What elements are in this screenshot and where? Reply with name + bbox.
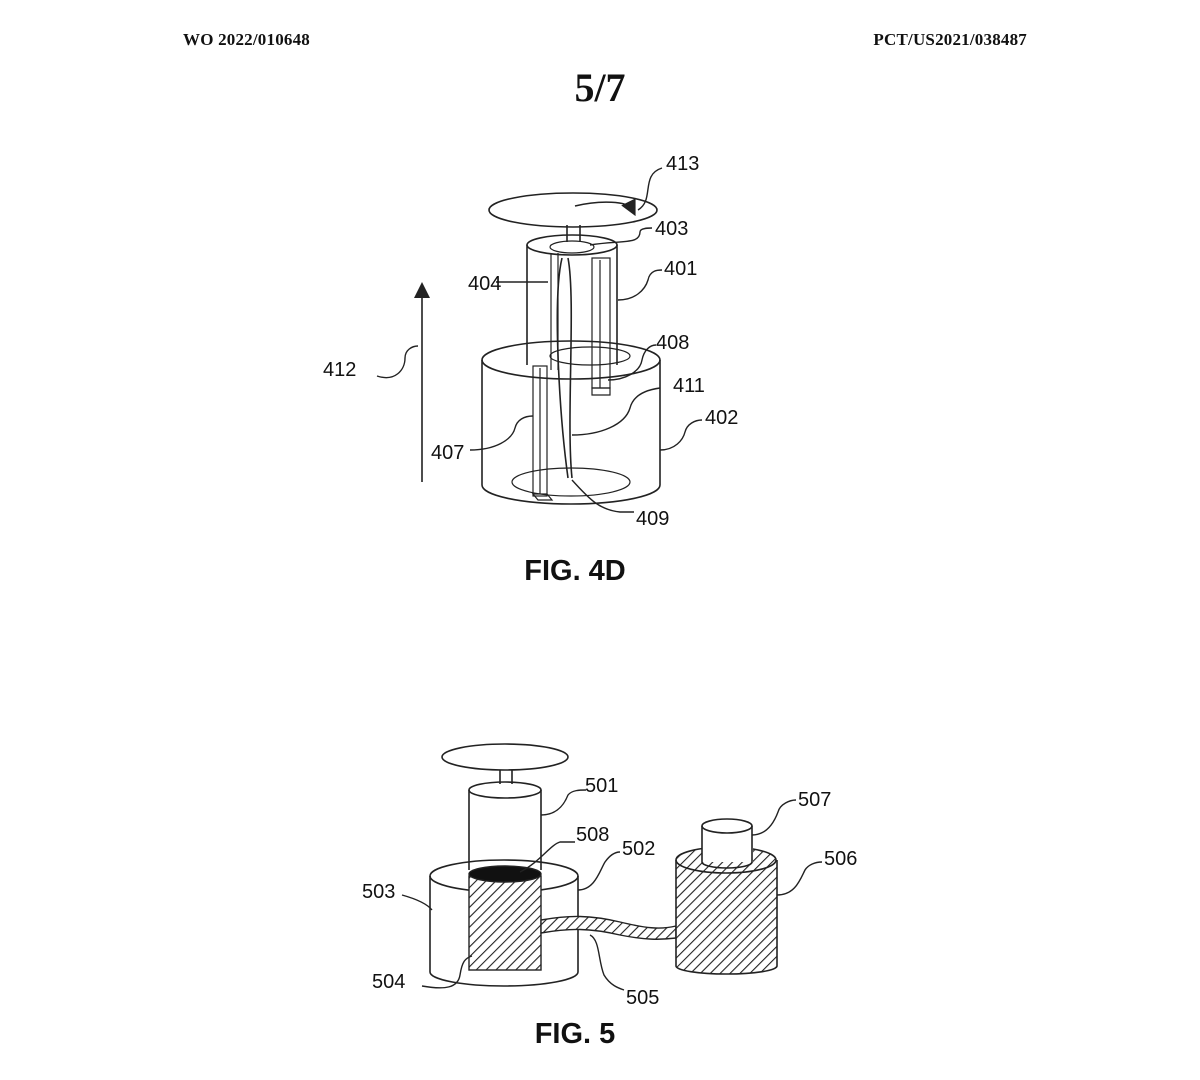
ref-504: 504: [372, 971, 405, 993]
connecting-tube: [540, 915, 677, 940]
top-disk: [441, 743, 569, 784]
key-slot-upper: [591, 257, 611, 396]
ref-404: 404: [468, 273, 501, 295]
figure-label-5: FIG. 5: [535, 1018, 616, 1050]
ref-409: 409: [636, 508, 669, 530]
sheet-number: 5/7: [574, 65, 626, 110]
ref-502: 502: [622, 838, 655, 860]
figure-4d: 413 403 401 404 408 411 402 412 407 409 …: [323, 153, 738, 587]
ref-505: 505: [626, 987, 659, 1009]
publication-number: WO 2022/010648: [183, 30, 310, 49]
outer-lower-cylinder: [481, 340, 661, 505]
upper-cylinder: [526, 234, 631, 366]
application-number: PCT/US2021/038487: [873, 30, 1027, 49]
ref-408: 408: [656, 332, 689, 354]
ref-413: 413: [666, 153, 699, 175]
groove-lower: [531, 365, 554, 501]
leader-lines-4d: [376, 167, 703, 513]
ref-503: 503: [362, 881, 395, 903]
ref-507: 507: [798, 789, 831, 811]
ref-411: 411: [673, 375, 705, 397]
ref-407: 407: [431, 442, 464, 464]
rotating-disk: [488, 192, 658, 242]
ref-501: 501: [585, 775, 618, 797]
figure-label-4d: FIG. 4D: [524, 555, 626, 587]
ref-401: 401: [664, 258, 697, 280]
ref-506: 506: [824, 848, 857, 870]
reservoir-506: [675, 846, 778, 975]
upper-cylinder-501: [468, 781, 542, 870]
hatched-material: [468, 865, 542, 971]
ref-412: 412: [323, 359, 356, 381]
inner-channel: [550, 253, 573, 479]
leader-lines-5: [401, 789, 823, 991]
ref-403: 403: [655, 218, 688, 240]
figure-5: 501 507 508 502 506 503 504 505 FIG. 5: [362, 743, 857, 1050]
ref-402: 402: [705, 407, 738, 429]
cap-507: [701, 818, 753, 869]
ref-508: 508: [576, 824, 609, 846]
